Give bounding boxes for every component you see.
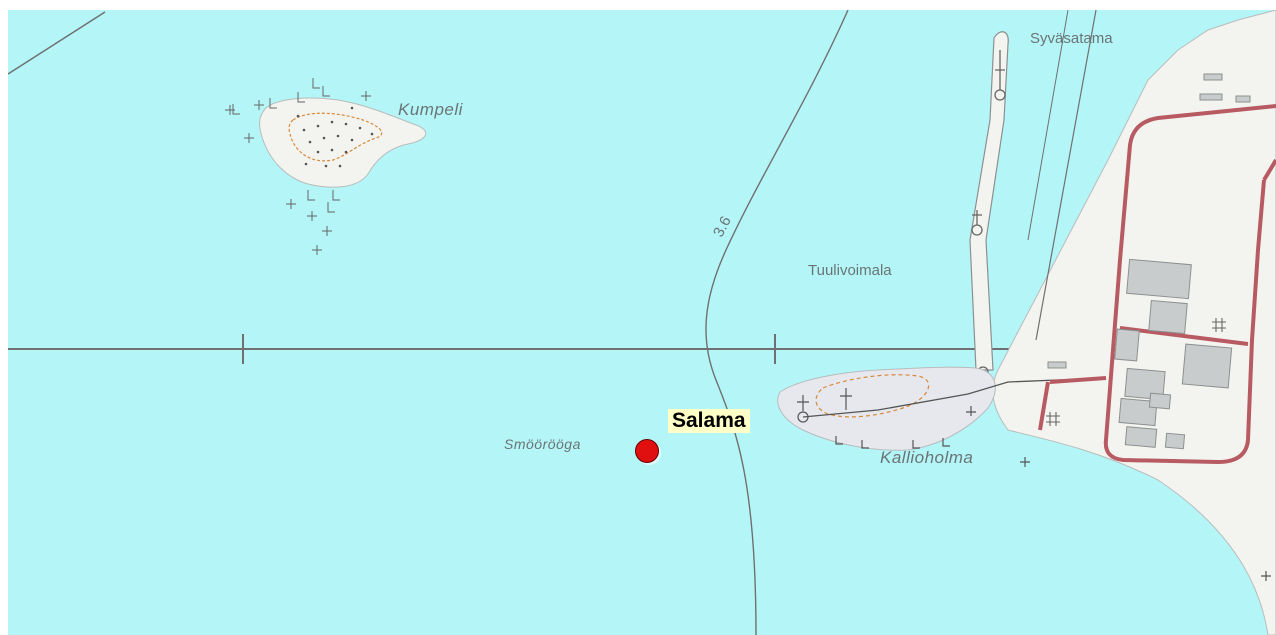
location-marker-icon[interactable] — [635, 439, 659, 463]
buildings — [1047, 73, 1251, 450]
pier — [969, 31, 1009, 371]
place-label-kumpeli: Kumpeli — [398, 100, 463, 119]
roads — [1038, 104, 1276, 465]
kallioholma-path — [802, 377, 1107, 418]
rock-symbols — [225, 78, 371, 255]
kallioholma-contour — [815, 374, 930, 418]
boundary-line — [8, 11, 106, 75]
pier-markers — [971, 50, 1006, 378]
kumpeli-island — [259, 97, 426, 188]
harbor-land — [992, 10, 1276, 635]
marker-label[interactable]: Salama — [668, 409, 750, 433]
harbor-line — [1027, 10, 1069, 241]
place-label-kallioholma: Kallioholma — [880, 448, 974, 467]
kumpeli-contour — [288, 112, 383, 162]
place-label-tuulivoimala: Tuulivoimala — [808, 262, 892, 279]
map-view[interactable]: Kumpeli Syväsatama Tuulivoimala Smööröög… — [8, 10, 1276, 635]
harbor-line — [1035, 10, 1097, 341]
place-label-syvasatama: Syväsatama — [1030, 30, 1113, 47]
place-label-smoorooga: Smöörööga — [504, 436, 581, 452]
map-canvas — [8, 10, 1276, 635]
grid-hash-symbols — [1046, 318, 1226, 426]
kumpeli-dots — [296, 106, 374, 168]
kallioholma-symbols — [797, 388, 1271, 581]
depth-contour — [705, 10, 849, 635]
